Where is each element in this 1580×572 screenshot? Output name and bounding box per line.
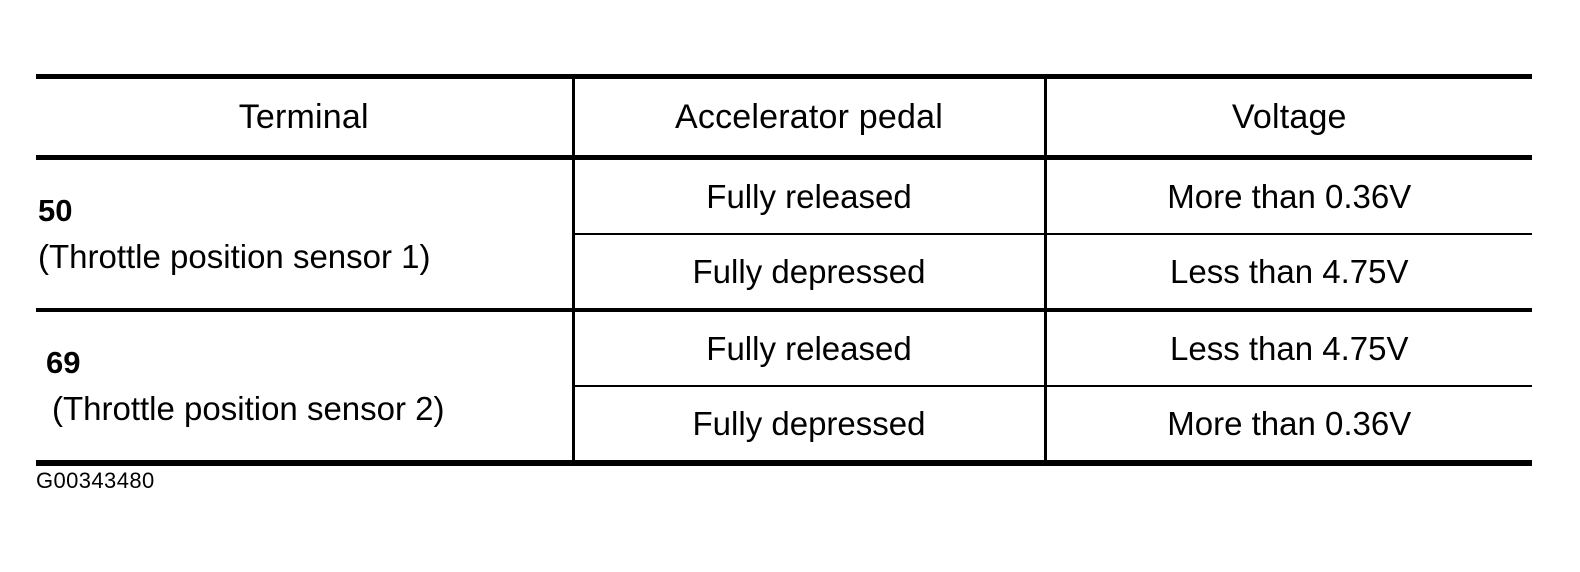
table-row: 50 (Throttle position sensor 1) Fully re… [36, 155, 1532, 310]
voltage-value: More than 0.36V [1043, 155, 1532, 234]
header-row: Terminal Accelerator pedal Voltage [36, 74, 1532, 158]
terminal-number: 50 [38, 193, 73, 228]
throttle-position-sensor-voltage-table: Terminal Accelerator pedal Voltage 50 (T… [36, 74, 1532, 466]
terminal-description: (Throttle position sensor 1) [38, 238, 431, 275]
pedal-state: Fully released [571, 155, 1045, 234]
pedal-state: Fully depressed [571, 385, 1045, 466]
voltage-value: More than 0.36V [1043, 385, 1532, 466]
table-row: Fully depressed Less than 4.75V [36, 233, 1532, 310]
pedal-state: Fully released [571, 308, 1045, 386]
table-header: Terminal Accelerator pedal Voltage [36, 74, 1532, 158]
terminal-cell-69: 69 (Throttle position sensor 2) [36, 308, 573, 466]
voltage-value: Less than 4.75V [1043, 233, 1532, 310]
pedal-state: Fully depressed [571, 233, 1045, 310]
table-row: 69 (Throttle position sensor 2) Fully re… [36, 308, 1532, 466]
voltage-value: Less than 4.75V [1043, 308, 1532, 386]
column-header-terminal: Terminal [36, 74, 573, 158]
figure-caption: G00343480 [36, 468, 155, 493]
table-body: 50 (Throttle position sensor 1) Fully re… [36, 155, 1532, 466]
terminal-number: 69 [46, 345, 81, 380]
terminal-description: (Throttle position sensor 2) [52, 390, 445, 427]
column-header-accelerator-pedal: Accelerator pedal [571, 74, 1045, 158]
column-header-voltage: Voltage [1043, 74, 1532, 158]
terminal-cell-50: 50 (Throttle position sensor 1) [36, 155, 573, 310]
table-row: Fully depressed More than 0.36V [36, 385, 1532, 466]
